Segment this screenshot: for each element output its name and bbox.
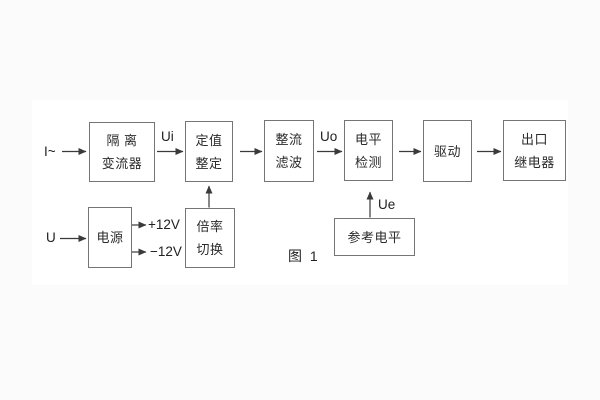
block-label: 倍率 <box>196 219 224 234</box>
block-rectify-filter: 整流 滤波 <box>264 120 314 182</box>
block-label: 滤波 <box>275 155 303 170</box>
block-label: 检测 <box>354 154 382 170</box>
block-drive: 驱动 <box>423 120 472 182</box>
label-signal-ui: Ui <box>161 129 174 144</box>
block-label: 整流 <box>275 132 303 147</box>
block-label: 电源 <box>96 230 124 245</box>
block-label: 出口 <box>520 131 548 147</box>
block-power-supply: 电源 <box>88 207 132 268</box>
block-level-detect: 电平 检测 <box>344 120 393 181</box>
block-label: 参考电平 <box>347 229 402 245</box>
block-label: 整定 <box>195 155 223 171</box>
block-setting-adjust: 定值 整定 <box>185 121 233 182</box>
label-signal-uo: Uo <box>320 129 338 144</box>
block-output-relay: 出口 继电器 <box>503 120 566 181</box>
block-label: 切换 <box>196 242 224 257</box>
block-isolation-transformer: 隔 离 变流器 <box>89 122 155 182</box>
label-rail-pos: +12V <box>148 217 180 232</box>
label-input-voltage: U <box>46 230 56 245</box>
block-reference-level: 参考电平 <box>334 218 415 256</box>
block-label: 定值 <box>195 132 223 148</box>
label-rail-neg: −12V <box>150 244 182 259</box>
figure-caption: 图 1 <box>288 248 320 264</box>
label-signal-ue: Ue <box>378 197 396 212</box>
label-input-current: I~ <box>44 144 56 159</box>
block-label: 驱动 <box>433 143 461 159</box>
block-label: 电平 <box>354 131 382 147</box>
block-label: 继电器 <box>514 154 555 170</box>
block-label: 隔 离 <box>106 133 138 148</box>
block-label: 变流器 <box>101 156 143 171</box>
block-ratio-switch: 倍率 切换 <box>185 208 235 268</box>
